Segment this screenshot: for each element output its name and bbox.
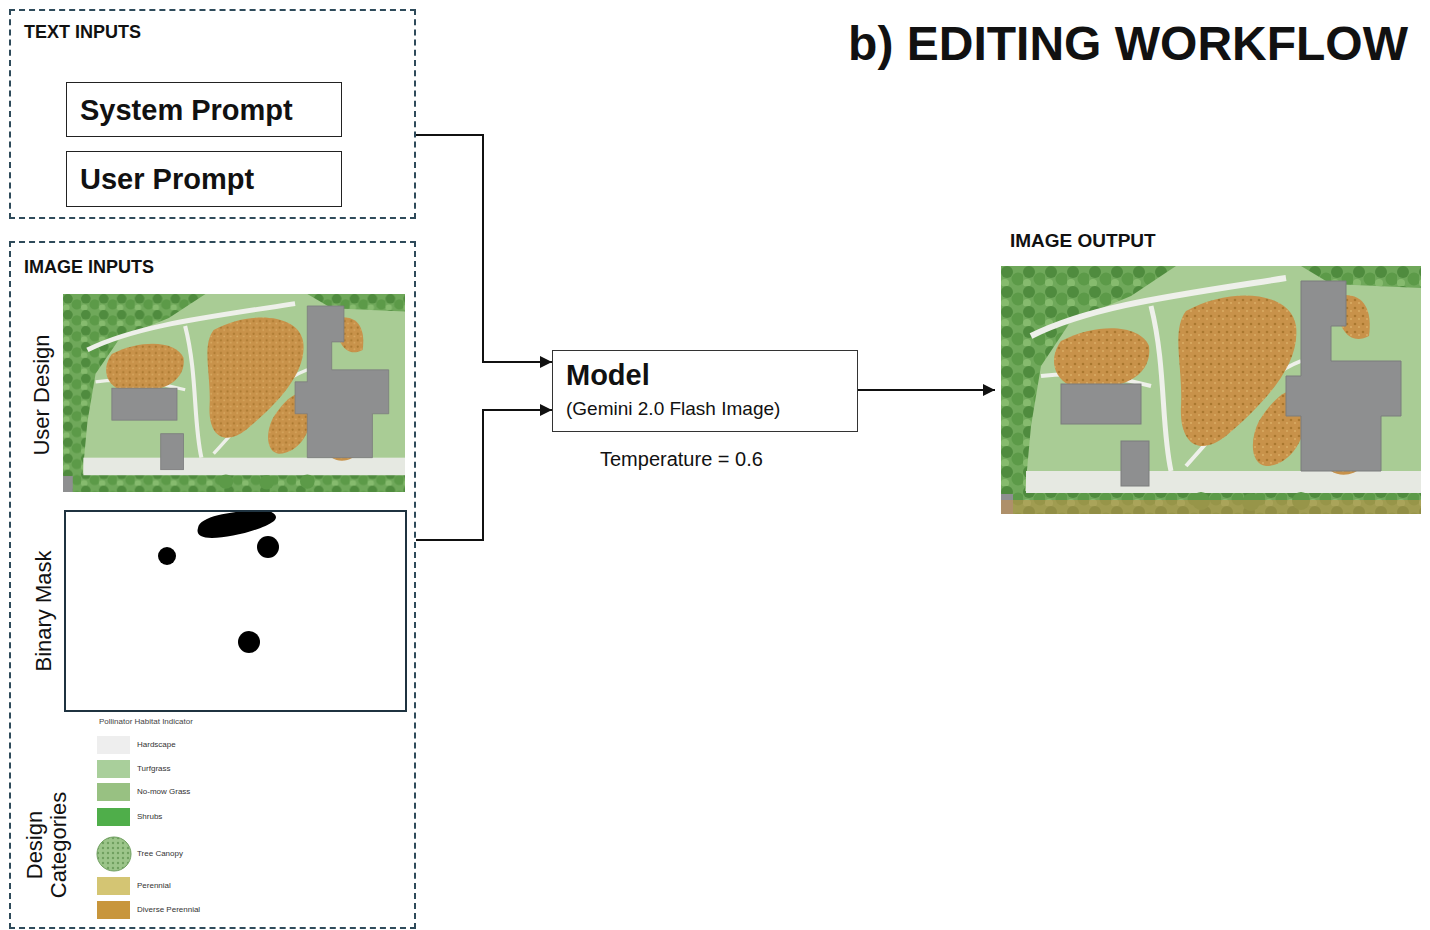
legend-text: Perennial bbox=[137, 881, 171, 890]
legend-symbol bbox=[96, 836, 132, 872]
output-image bbox=[1001, 266, 1421, 514]
legend-swatch bbox=[97, 877, 130, 895]
mask-frame: Binary Mask bbox=[64, 510, 407, 712]
node-heading: TEXT INPUTS bbox=[24, 22, 141, 43]
node-heading: Binary Mask bbox=[31, 550, 57, 671]
legend-swatch bbox=[97, 808, 130, 826]
model-box: Model (Gemini 2.0 Flash Image) bbox=[552, 350, 858, 432]
connector bbox=[858, 389, 995, 391]
diagram-title: b) EDITING WORKFLOW bbox=[848, 16, 1408, 71]
side-label: User Design bbox=[29, 334, 55, 455]
node-heading: System Prompt bbox=[80, 93, 293, 126]
legend-text: No-mow Grass bbox=[137, 787, 190, 796]
node-heading: User Prompt bbox=[80, 163, 254, 196]
legend-swatch bbox=[97, 760, 130, 778]
output-frame: IMAGE OUTPUT bbox=[1001, 236, 1420, 514]
node-heading: Model bbox=[566, 359, 650, 392]
output-strip bbox=[1001, 500, 1421, 514]
connector bbox=[416, 135, 552, 362]
legend-text: Tree Canopy bbox=[137, 849, 183, 858]
legend-title: Pollinator Habitat Indicator bbox=[99, 717, 193, 726]
node-heading: IMAGE OUTPUT bbox=[1010, 230, 1156, 252]
user-design-image bbox=[63, 294, 405, 492]
legend-swatch bbox=[97, 736, 130, 754]
input-group: TEXT INPUTS System PromptUser Prompt bbox=[9, 9, 416, 219]
legend-text: Hardscape bbox=[137, 740, 176, 749]
binary-mask-image bbox=[63, 509, 404, 709]
node-subtext: (Gemini 2.0 Flash Image) bbox=[566, 398, 780, 420]
legend-text: Diverse Perennial bbox=[137, 905, 200, 914]
legend-text: Turfgrass bbox=[137, 764, 171, 773]
parameter-note: Temperature = 0.6 bbox=[600, 448, 763, 471]
legend-swatch bbox=[97, 783, 130, 801]
side-label: Design Categories bbox=[23, 785, 71, 905]
prompt-box: System Prompt bbox=[66, 82, 342, 137]
node-heading: IMAGE INPUTS bbox=[24, 257, 154, 278]
legend-swatch bbox=[97, 901, 130, 919]
legend-text: Shrubs bbox=[137, 812, 162, 821]
connector bbox=[416, 410, 552, 540]
prompt-box: User Prompt bbox=[66, 151, 342, 207]
